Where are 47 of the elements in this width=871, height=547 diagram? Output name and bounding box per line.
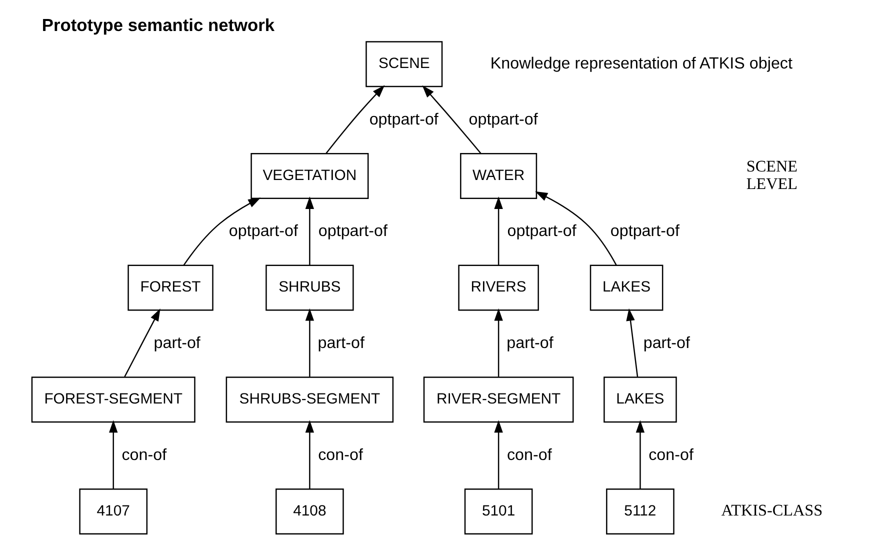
arrow bbox=[305, 308, 314, 377]
node-box: FOREST bbox=[128, 264, 214, 311]
node-box: SHRUBS bbox=[266, 264, 354, 311]
label: SCENE LEVEL bbox=[746, 158, 798, 193]
arrow bbox=[494, 420, 503, 489]
arrow bbox=[109, 420, 118, 489]
edge-label: part-of bbox=[154, 334, 200, 352]
arrow bbox=[305, 196, 314, 265]
node-box: 4108 bbox=[276, 488, 344, 534]
edge-label: optpart-of bbox=[228, 222, 298, 240]
edge-label: optpart-of bbox=[369, 110, 438, 128]
arrow bbox=[494, 196, 503, 265]
node-box: LAKES bbox=[604, 376, 677, 423]
edge-label: optpart-of bbox=[610, 222, 680, 240]
label: ATKIS-CLASS bbox=[721, 502, 823, 520]
edge-label: con-of bbox=[318, 446, 363, 464]
label: Knowledge representation of ATKIS object bbox=[490, 54, 792, 72]
node-box: VEGETATION bbox=[250, 152, 369, 199]
edge-label: con-of bbox=[122, 446, 167, 464]
edge-label: optpart-of bbox=[318, 222, 388, 240]
arrow bbox=[124, 308, 160, 378]
edge-label: optpart-of bbox=[468, 110, 538, 128]
node-box: FOREST-SEGMENT bbox=[31, 376, 196, 423]
edge-label: part-of bbox=[643, 334, 690, 352]
edge-label: part-of bbox=[506, 334, 554, 352]
edge-label: con-of bbox=[506, 446, 552, 464]
arrow bbox=[326, 85, 385, 154]
arrow bbox=[183, 198, 261, 266]
node-box: LAKES bbox=[590, 264, 664, 311]
arrow bbox=[305, 420, 314, 489]
node-box: RIVER-SEGMENT bbox=[423, 376, 574, 423]
arrow bbox=[535, 191, 617, 266]
arrow bbox=[422, 85, 482, 154]
edge-label: part-of bbox=[318, 334, 364, 352]
arrow bbox=[626, 308, 638, 377]
edge-label: optpart-of bbox=[507, 222, 576, 240]
node-box: RIVERS bbox=[458, 264, 539, 311]
node-box: WATER bbox=[460, 152, 538, 199]
node-box: SCENE bbox=[366, 41, 443, 88]
edge-label: con-of bbox=[648, 446, 694, 464]
arrow bbox=[636, 420, 645, 489]
node-box: 5101 bbox=[464, 488, 533, 534]
diagram-title: Prototype semantic network bbox=[42, 14, 275, 35]
arrow bbox=[494, 308, 503, 377]
node-box: SHRUBS-SEGMENT bbox=[226, 376, 394, 423]
node-box: 5112 bbox=[606, 488, 674, 534]
node-box: 4107 bbox=[79, 488, 148, 534]
